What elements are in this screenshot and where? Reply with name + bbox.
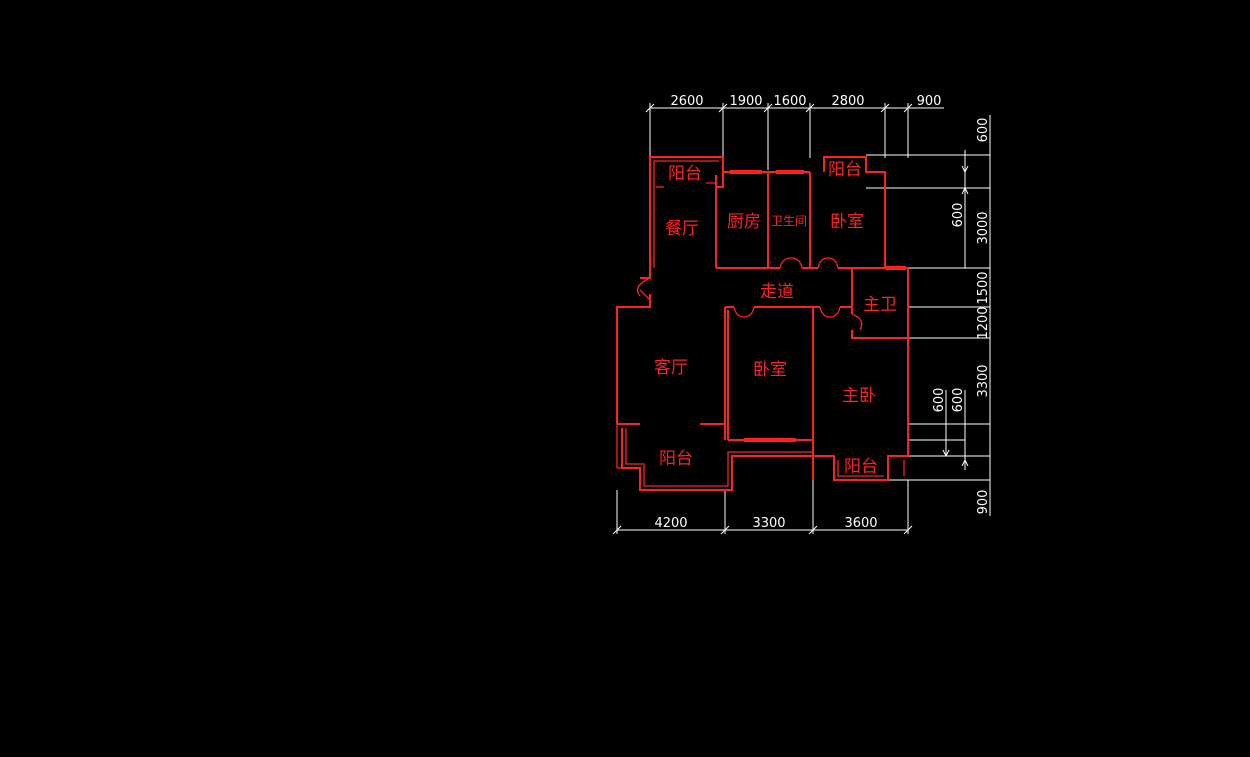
room-labels: 阳台 餐厅 厨房 卫生间 卧室 阳台 走道 主卫 客厅 卧室 主卧 阳台 阳台 [654, 160, 897, 477]
room-label-master-bath: 主卫 [863, 295, 897, 315]
dim-right-1: 600 [976, 118, 991, 143]
dim-right-3: 1500 [976, 271, 991, 304]
walls [616, 156, 909, 491]
dim-top-1: 2600 [670, 94, 703, 109]
room-label-balcony-top-right: 阳台 [828, 160, 862, 180]
room-label-bedroom-middle: 卧室 [753, 360, 787, 380]
room-label-kitchen: 厨房 [727, 212, 761, 232]
dim-inner-1: 600 [951, 203, 966, 228]
dim-right-6: 900 [976, 490, 991, 515]
dimension-lines [612, 103, 991, 535]
dim-right-2: 3000 [976, 211, 991, 244]
dim-top-2: 1900 [729, 94, 762, 109]
room-label-bathroom: 卫生间 [771, 214, 807, 228]
room-label-living: 客厅 [654, 358, 688, 378]
dim-bottom-1: 4200 [654, 516, 687, 531]
dim-top-5: 900 [917, 94, 942, 109]
room-label-dining: 餐厅 [665, 219, 699, 239]
room-label-master-bedroom: 主卧 [842, 386, 876, 406]
dim-bottom-3: 3600 [844, 516, 877, 531]
room-label-corridor: 走道 [760, 282, 794, 302]
room-label-bedroom-top: 卧室 [830, 212, 864, 232]
room-label-balcony-top-left: 阳台 [668, 164, 702, 184]
dimension-labels: 2600 1900 1600 2800 900 4200 3300 3600 6… [654, 94, 991, 531]
dim-bottom-2: 3300 [752, 516, 785, 531]
dim-inner-3: 600 [951, 388, 966, 413]
room-label-balcony-bottom-left: 阳台 [659, 449, 693, 469]
dim-top-4: 2800 [831, 94, 864, 109]
dim-top-3: 1600 [773, 94, 806, 109]
dim-inner-2: 600 [932, 388, 947, 413]
room-label-balcony-bottom-right: 阳台 [844, 457, 878, 477]
dim-right-5: 3300 [976, 364, 991, 397]
dim-right-4: 1200 [976, 306, 991, 339]
